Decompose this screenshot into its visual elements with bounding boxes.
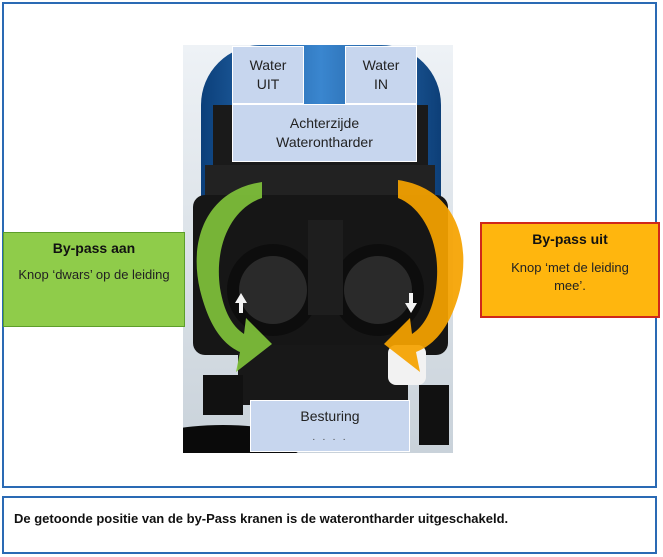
besturing-text: Besturing	[300, 408, 360, 424]
achterzijde-label: Achterzijde Waterontharder	[232, 104, 417, 162]
bypass-aan-title: By-pass aan	[52, 240, 136, 256]
water-uit-line-2: UIT	[256, 76, 280, 92]
bypass-uit-box: By-pass uit Knop ‘met de leiding mee’.	[480, 222, 660, 318]
water-uit-line-1: Water	[249, 57, 287, 73]
bypass-aan-text: Knop ‘dwars’ op de leiding	[18, 267, 170, 282]
achterzijde-line-2: Waterontharder	[276, 134, 373, 150]
orange-arrow	[384, 180, 464, 372]
water-uit-label: Water UIT	[232, 46, 304, 104]
caption-frame	[2, 496, 657, 554]
besturing-partial-text: · · · ·	[312, 434, 348, 445]
achterzijde-line-1: Achterzijde	[289, 115, 360, 131]
water-in-label: Water IN	[345, 46, 417, 104]
water-in-line-2: IN	[374, 76, 388, 92]
besturing-label: Besturing · · · ·	[250, 400, 410, 452]
bypass-uit-title: By-pass uit	[532, 231, 608, 247]
bypass-aan-box: By-pass aan Knop ‘dwars’ op de leiding	[3, 232, 185, 327]
bypass-uit-text: Knop ‘met de leiding mee’.	[511, 260, 629, 293]
water-in-line-1: Water	[362, 57, 400, 73]
caption-text: De getoonde positie van de by-Pass krane…	[14, 511, 509, 526]
green-arrow	[196, 182, 272, 372]
